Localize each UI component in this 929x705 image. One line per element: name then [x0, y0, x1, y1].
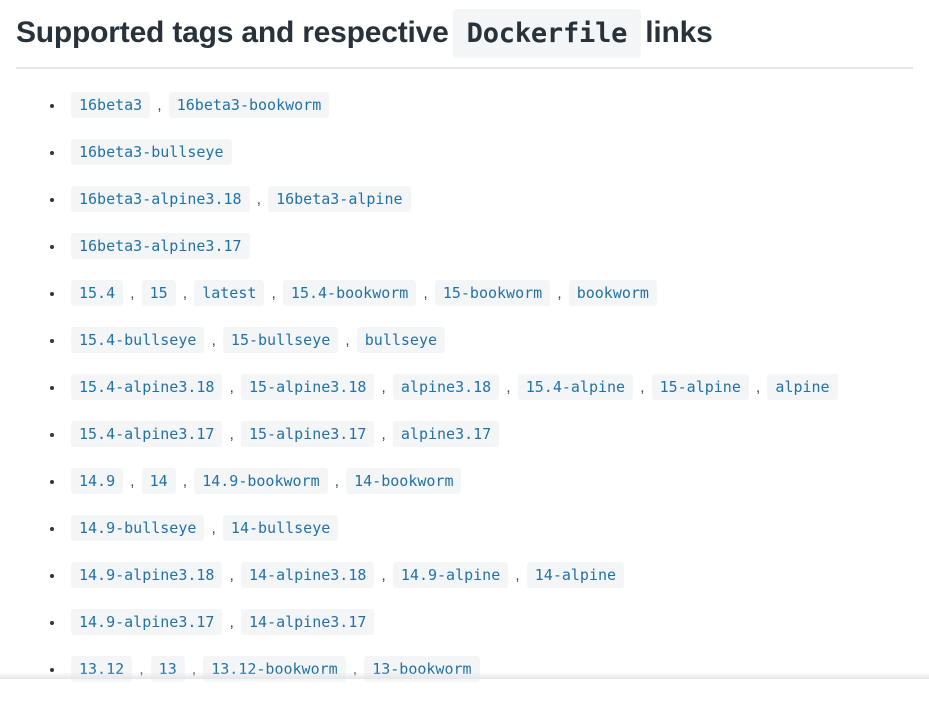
comma-separator: , [188, 661, 201, 678]
tag-link[interactable]: 13.12-bookworm [203, 656, 345, 682]
supported-tags-list: 16beta3 , 16beta3-bookworm 16beta3-bullse… [16, 94, 913, 681]
tag-link[interactable]: 16beta3-alpine3.17 [71, 233, 250, 259]
comma-separator: , [377, 379, 390, 396]
tag-link[interactable]: 15.4-bookworm [283, 280, 416, 306]
comma-separator: , [267, 285, 280, 302]
tag-link[interactable]: 16beta3-alpine [268, 186, 410, 212]
tag-link[interactable]: 13-bookworm [364, 656, 479, 682]
tag-link[interactable]: 15-alpine [652, 374, 749, 400]
tag-link[interactable]: 15-alpine3.17 [241, 421, 374, 447]
comma-separator: , [126, 473, 139, 490]
tag-link[interactable]: 14.9-bullseye [71, 515, 204, 541]
tag-link[interactable]: 14.9 [71, 468, 123, 494]
tag-link[interactable]: 15.4-alpine3.17 [71, 421, 222, 447]
tag-link[interactable]: 14-alpine3.18 [241, 562, 374, 588]
tag-link[interactable]: latest [194, 280, 264, 306]
tag-link[interactable]: 16beta3 [71, 92, 150, 118]
comma-separator: , [225, 379, 238, 396]
comma-separator: , [207, 520, 220, 537]
tag-row: 16beta3-bullseye [65, 141, 913, 164]
tag-link[interactable]: 13.12 [71, 656, 132, 682]
tag-row: 16beta3-alpine3.18 , 16beta3-alpine [65, 188, 913, 211]
comma-separator: , [636, 379, 649, 396]
dockerfile-code-chip: Dockerfile [453, 9, 642, 58]
tag-link[interactable]: 16beta3-alpine3.18 [71, 186, 250, 212]
tag-link[interactable]: 15-bookworm [435, 280, 550, 306]
comma-separator: , [377, 426, 390, 443]
tag-row: 14.9-alpine3.17 , 14-alpine3.17 [65, 611, 913, 634]
tag-link[interactable]: 15.4-bullseye [71, 327, 204, 353]
tag-link[interactable]: 14 [142, 468, 176, 494]
tag-row: 13.12 , 13 , 13.12-bookworm , 13-bookwor… [65, 658, 913, 681]
tag-link[interactable]: alpine3.17 [393, 421, 499, 447]
tag-link[interactable]: 14-alpine3.17 [241, 609, 374, 635]
comma-separator: , [419, 285, 432, 302]
tag-row: 15.4-bullseye , 15-bullseye , bullseye [65, 329, 913, 352]
page-title-prefix: Supported tags and respective [16, 16, 449, 49]
page-title-suffix: links [645, 16, 712, 49]
comma-separator: , [225, 567, 238, 584]
tag-row: 15.4-alpine3.18 , 15-alpine3.18 , alpine… [65, 376, 913, 399]
comma-separator: , [225, 426, 238, 443]
tag-row: 16beta3 , 16beta3-bookworm [65, 94, 913, 117]
comma-separator: , [349, 661, 362, 678]
comma-separator: , [553, 285, 566, 302]
comma-separator: , [502, 379, 515, 396]
tag-row: 15.4 , 15 , latest , 15.4-bookworm , 15-… [65, 282, 913, 305]
tag-link[interactable]: bookworm [569, 280, 657, 306]
tag-link[interactable]: 14.9-bookworm [194, 468, 327, 494]
tag-row: 14.9-alpine3.18 , 14-alpine3.18 , 14.9-a… [65, 564, 913, 587]
tag-link[interactable]: 15.4 [71, 280, 123, 306]
tag-link[interactable]: alpine [767, 374, 837, 400]
tag-link[interactable]: 15.4-alpine [518, 374, 633, 400]
tag-link[interactable]: 14.9-alpine [393, 562, 508, 588]
tag-link[interactable]: 13 [151, 656, 185, 682]
tag-link[interactable]: 14-bookworm [346, 468, 461, 494]
comma-separator: , [331, 473, 344, 490]
comma-separator: , [179, 285, 192, 302]
comma-separator: , [377, 567, 390, 584]
tag-link[interactable]: 14.9-alpine3.18 [71, 562, 222, 588]
tag-link[interactable]: 15-alpine3.18 [241, 374, 374, 400]
comma-separator: , [135, 661, 148, 678]
comma-separator: , [207, 332, 220, 349]
tag-link[interactable]: alpine3.18 [393, 374, 499, 400]
comma-separator: , [253, 191, 266, 208]
comma-separator: , [225, 614, 238, 631]
tag-link[interactable]: 15-bullseye [223, 327, 338, 353]
tag-link[interactable]: 15 [142, 280, 176, 306]
comma-separator: , [752, 379, 765, 396]
tag-row: 16beta3-alpine3.17 [65, 235, 913, 258]
comma-separator: , [153, 97, 166, 114]
tag-row: 15.4-alpine3.17 , 15-alpine3.17 , alpine… [65, 423, 913, 446]
tag-row: 14.9-bullseye , 14-bullseye [65, 517, 913, 540]
comma-separator: , [126, 285, 139, 302]
comma-separator: , [179, 473, 192, 490]
tag-link[interactable]: 16beta3-bullseye [71, 139, 232, 165]
tag-link[interactable]: bullseye [357, 327, 445, 353]
tag-link[interactable]: 14-alpine [527, 562, 624, 588]
tag-link[interactable]: 14.9-alpine3.17 [71, 609, 222, 635]
heading-divider [16, 67, 913, 69]
tag-link[interactable]: 15.4-alpine3.18 [71, 374, 222, 400]
comma-separator: , [511, 567, 524, 584]
tag-link[interactable]: 14-bullseye [223, 515, 338, 541]
comma-separator: , [341, 332, 354, 349]
tag-row: 14.9 , 14 , 14.9-bookworm , 14-bookworm [65, 470, 913, 493]
tag-link[interactable]: 16beta3-bookworm [169, 92, 330, 118]
